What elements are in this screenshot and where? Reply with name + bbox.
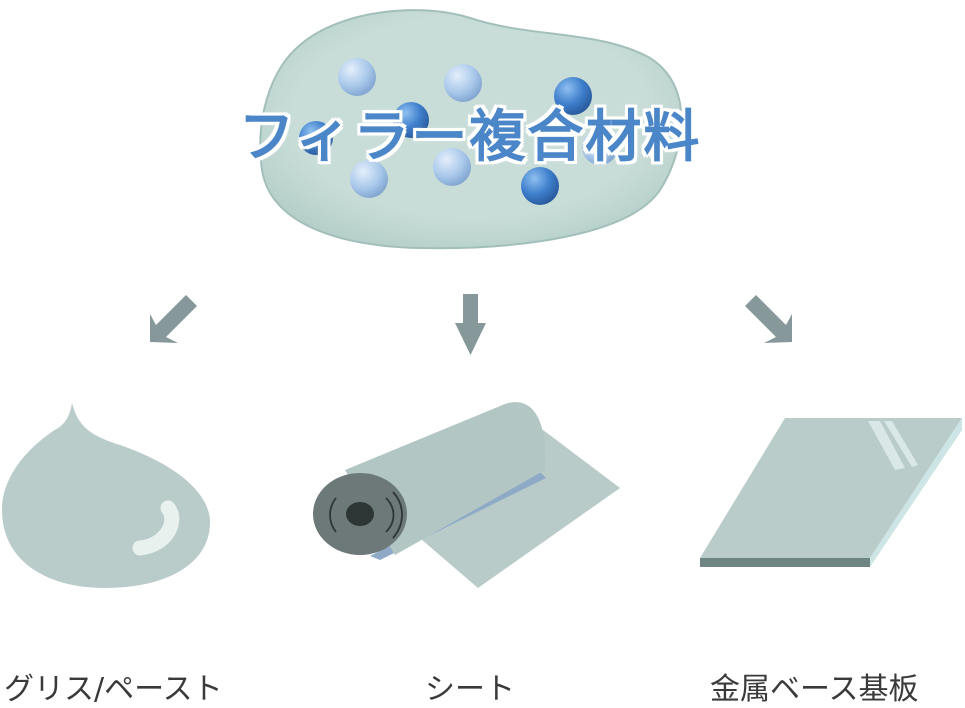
- arrow-to-grease: [150, 295, 197, 343]
- filler-particle: [338, 58, 376, 96]
- arrow-to-board: [745, 295, 792, 343]
- filler-particle: [554, 77, 592, 115]
- filler-particle: [350, 160, 388, 198]
- filler-particles: [299, 58, 618, 205]
- grease-drop-icon: [2, 403, 211, 588]
- sheet-roll-icon: [313, 402, 620, 588]
- label-grease-paste: グリス/ペースト: [4, 672, 223, 707]
- filler-particle: [433, 148, 471, 186]
- filler-particle: [299, 121, 333, 155]
- label-sheet: シート: [425, 672, 515, 707]
- metal-board-icon: [700, 418, 962, 567]
- arrow-to-sheet: [455, 294, 486, 355]
- filler-particle: [582, 129, 618, 165]
- filler-particle: [521, 167, 559, 205]
- label-metal-base-board: 金属ベース基板: [710, 672, 919, 707]
- filler-particle: [393, 102, 429, 138]
- filler-particle: [444, 64, 482, 102]
- composite-title: フィラー複合材料: [238, 105, 702, 170]
